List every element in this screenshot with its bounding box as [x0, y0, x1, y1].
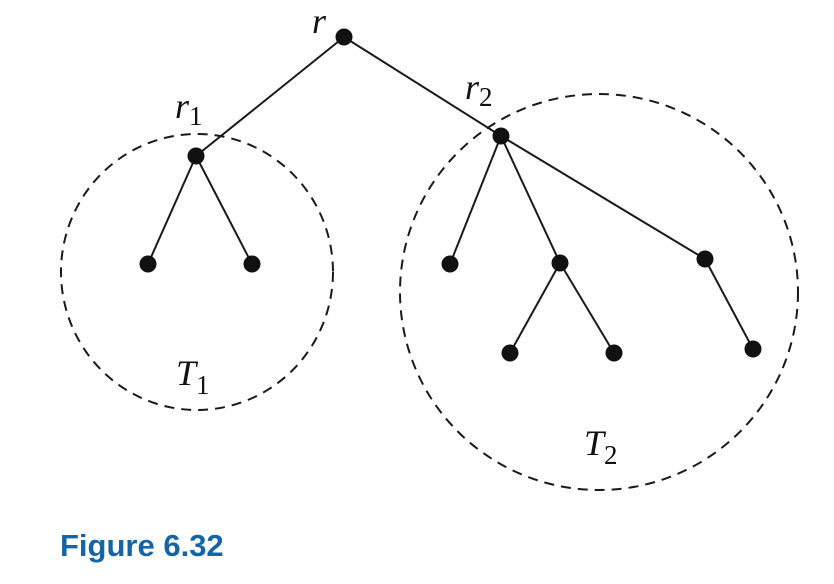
node-r2 [492, 127, 510, 145]
label-r2: r2 [465, 67, 493, 112]
node-t2-right-child [696, 250, 714, 268]
edge-r1-right-leaf [195, 155, 253, 265]
label-r2-subscript: 2 [479, 82, 493, 112]
edge-r2-leaf [449, 135, 502, 265]
label-t1-subscript: 1 [196, 370, 210, 400]
label-r2-main: r [465, 67, 480, 107]
node-root [335, 28, 353, 46]
edge-r1-left-leaf [147, 155, 197, 265]
node-t2-right-leaf [744, 340, 762, 358]
subtree-t1-boundary [60, 133, 334, 411]
label-t1-main: T [176, 353, 199, 393]
figure-caption: Figure 6.32 [60, 528, 224, 563]
label-t2-main: T [584, 423, 607, 463]
node-t2-middle-left-leaf [501, 344, 519, 362]
label-r1-subscript: 1 [189, 101, 203, 131]
node-t2-middle-right-leaf [605, 344, 623, 362]
edge-r-r2 [343, 36, 502, 137]
node-t2-left-leaf [441, 255, 459, 273]
label-t2-subscript: 2 [604, 440, 618, 470]
edge-r2-right-child [500, 135, 706, 260]
label-r1: r1 [175, 86, 203, 131]
label-t1: T1 [176, 353, 210, 400]
label-root: r [312, 1, 327, 41]
node-t2-middle-child [551, 254, 569, 272]
edge-right-child-leaf [704, 258, 754, 350]
edge-middle-right-leaf [559, 262, 615, 354]
edge-r-r1 [195, 36, 345, 157]
edge-r2-middle-child [500, 135, 561, 264]
subtree-t2-boundary [399, 93, 799, 491]
label-r1-main: r [175, 86, 190, 126]
label-t2: T2 [584, 423, 618, 470]
edge-middle-left-leaf [509, 262, 561, 354]
node-t1-right-leaf [243, 255, 261, 273]
node-r1 [187, 147, 205, 165]
node-t1-left-leaf [139, 255, 157, 273]
